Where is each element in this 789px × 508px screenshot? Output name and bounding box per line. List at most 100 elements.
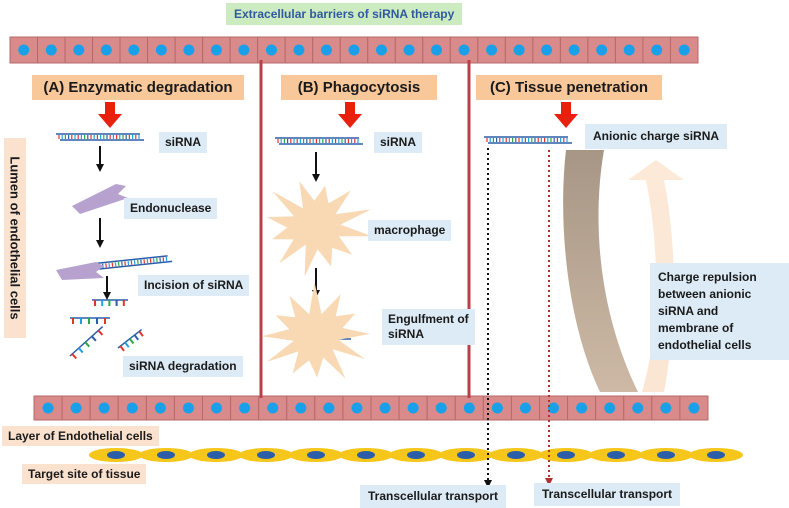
nucleus-icon [357, 451, 375, 459]
nucleus-icon [45, 44, 57, 56]
sirna-label-a: siRNA [159, 132, 208, 153]
nucleus-icon [604, 402, 616, 414]
top-endothelial-layer [9, 36, 699, 64]
lumen-label: Lumen of endothelial cells [7, 156, 23, 320]
nucleus-icon [435, 402, 447, 414]
target-tissue-layer [89, 448, 743, 462]
nucleus-icon [407, 451, 425, 459]
endothelial-cell [312, 36, 341, 64]
bottom-endothelial-layer [33, 395, 709, 421]
nucleus-icon [126, 402, 138, 414]
sirna-duplex-icon [56, 133, 144, 141]
anionic-label: Anionic charge siRNA [585, 124, 728, 149]
endonuclease-icon [56, 262, 104, 280]
sirna-fragment-icon [70, 317, 110, 324]
nucleus-icon [42, 402, 54, 414]
degraded-sirna-fragments [69, 299, 144, 360]
nucleus-icon [307, 451, 325, 459]
macrophage-icon [261, 282, 370, 379]
nucleus-icon [431, 44, 443, 56]
nucleus-icon [239, 402, 251, 414]
charge-repulsion-line: membrane of [658, 321, 734, 335]
charge-repulsion-line: siRNA and [658, 304, 719, 318]
nucleus-icon [265, 44, 277, 56]
macrophage-icon [267, 181, 373, 277]
nucleus-icon [463, 402, 475, 414]
endothelial-cell [173, 395, 204, 421]
nucleus-icon [557, 451, 575, 459]
nucleus-icon [632, 402, 644, 414]
nucleus-icon [541, 44, 553, 56]
nucleus-icon [407, 402, 419, 414]
nucleus-icon [707, 451, 725, 459]
nucleus-icon [70, 402, 82, 414]
nucleus-icon [486, 44, 498, 56]
nucleus-icon [128, 44, 140, 56]
nucleus-icon [182, 402, 194, 414]
endonuclease-icon [72, 184, 128, 214]
nucleus-icon [576, 402, 588, 414]
nucleus-icon [660, 402, 672, 414]
sirna-duplex-icon [484, 136, 572, 144]
nucleus-icon [100, 44, 112, 56]
nucleus-icon [519, 402, 531, 414]
endothelial-layer-label: Layer of Endothelial cells [2, 426, 159, 446]
target-site-label: Target site of tissue [22, 464, 147, 484]
nucleus-icon [651, 44, 663, 56]
charge-repulsion-line: between anionic [658, 287, 752, 301]
engulfment-label-line2: siRNA [388, 327, 425, 341]
nucleus-icon [107, 451, 125, 459]
sirna-fragment-icon [69, 326, 104, 360]
endonuclease-label: Endonuclease [124, 198, 218, 219]
nucleus-icon [596, 44, 608, 56]
nucleus-icon [678, 44, 690, 56]
nucleus-icon [607, 451, 625, 459]
nucleus-icon [568, 44, 580, 56]
diagram-title: Extracellular barriers of siRNA therapy [226, 3, 463, 25]
transcellular-transport-right: Transcellular transport [534, 483, 681, 506]
panel-c-heading: (C) Tissue penetration [476, 75, 662, 100]
nucleus-icon [348, 44, 360, 56]
curved-repulsion-arrow-icon [563, 150, 638, 392]
nucleus-icon [623, 44, 635, 56]
nucleus-icon [18, 44, 30, 56]
nucleus-icon [513, 44, 525, 56]
nucleus-icon [257, 451, 275, 459]
nucleus-icon [73, 44, 85, 56]
engulfment-label-line1: Engulfment of [388, 312, 469, 326]
nucleus-icon [688, 402, 700, 414]
nucleus-icon [457, 451, 475, 459]
red-down-arrow-icon [338, 102, 362, 128]
red-down-arrow-icon [554, 102, 578, 128]
nucleus-icon [98, 402, 110, 414]
nucleus-icon [267, 402, 279, 414]
nucleus-icon [351, 402, 363, 414]
sirna-fragment-icon [92, 299, 128, 306]
incision-label: Incision of siRNA [138, 275, 250, 296]
sirna-fragment-icon [117, 328, 144, 352]
nucleus-icon [157, 451, 175, 459]
nucleus-icon [491, 402, 503, 414]
nucleus-icon [211, 402, 223, 414]
macrophage-label: macrophage [368, 220, 452, 241]
charge-repulsion-line: endothelial cells [658, 338, 752, 352]
sirna-label-b: siRNA [374, 132, 423, 153]
nucleus-icon [207, 451, 225, 459]
nucleus-icon [154, 402, 166, 414]
nucleus-icon [155, 44, 167, 56]
nucleus-icon [403, 44, 415, 56]
nucleus-icon [183, 44, 195, 56]
nucleus-icon [295, 402, 307, 414]
degradation-label: siRNA degradation [123, 356, 243, 377]
red-down-arrow-icon [98, 102, 122, 128]
nucleus-icon [379, 402, 391, 414]
nucleus-icon [548, 402, 560, 414]
sirna-duplex-icon [89, 255, 173, 271]
nucleus-icon [293, 44, 305, 56]
sirna-duplex-icon [275, 137, 363, 145]
panel-b-heading: (B) Phagocytosis [281, 75, 437, 100]
panel-a-heading: (A) Enzymatic degradation [32, 75, 244, 100]
